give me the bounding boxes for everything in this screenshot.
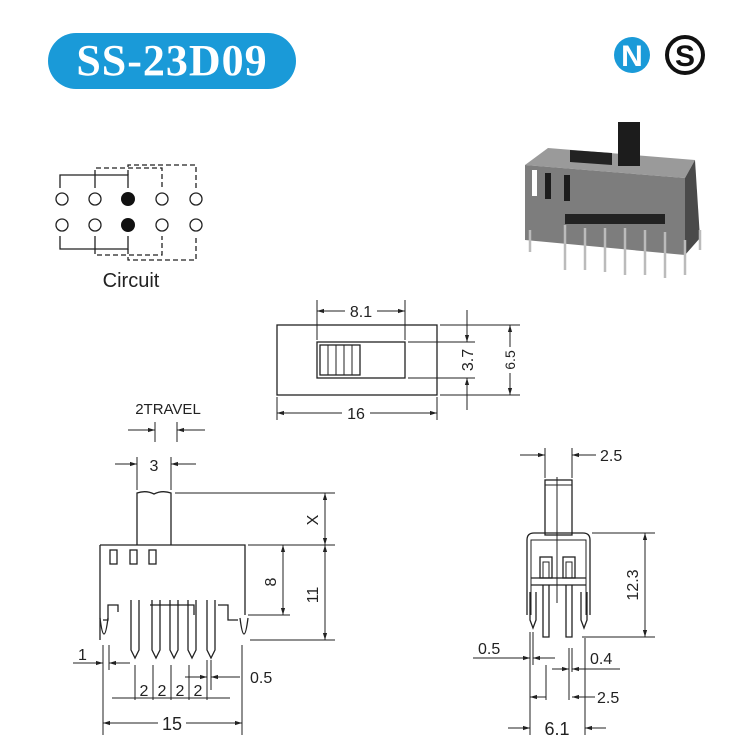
svg-text:N: N (621, 40, 643, 73)
circuit-label: Circuit (103, 270, 160, 292)
dim-pin-height: 8 (263, 577, 280, 586)
front-view-drawing: 2TRAVEL 3 X 8 11 1 0.5 (73, 401, 335, 735)
dim-travel: 2TRAVEL (135, 401, 201, 418)
dim-side-height: 12.3 (625, 569, 642, 600)
dim-side-leg-width: 0.5 (478, 641, 500, 658)
dim-side-pin-width: 0.4 (590, 651, 612, 668)
dim-side-actuator-width: 2.5 (600, 448, 622, 465)
dim-side-pin-spacing: 2.5 (597, 690, 619, 707)
dim-body-height: 11 (305, 587, 322, 604)
dim-pin-pitch-2: 2 (158, 683, 167, 700)
dim-width: 15 (162, 714, 182, 734)
product-photo (525, 122, 702, 278)
brand-logo: N S (614, 35, 705, 75)
dim-slot-height: 3.7 (460, 349, 477, 371)
dim-pin-pitch-4: 2 (194, 683, 203, 700)
top-view-drawing: 8.1 16 3.7 6.5 (276, 300, 520, 423)
dim-actuator-height: X (305, 514, 322, 525)
dim-slot-width: 8.1 (350, 304, 372, 321)
dim-pin-width: 0.5 (250, 670, 272, 687)
circuit-diagram: Circuit (55, 164, 203, 292)
dim-pin-pitch-3: 2 (176, 683, 185, 700)
dim-height: 6.5 (502, 350, 518, 370)
svg-text:S: S (675, 40, 695, 73)
dim-side-width: 6.1 (544, 719, 569, 739)
side-view-drawing: 2.5 12.3 0.5 0.4 2.5 6.1 (473, 448, 655, 739)
dim-leg-width: 1 (78, 647, 87, 664)
model-title-badge: SS-23D09 (48, 33, 296, 89)
dim-length: 16 (347, 406, 365, 423)
dim-actuator-width: 3 (150, 458, 159, 475)
dim-pin-pitch-1: 2 (140, 683, 149, 700)
